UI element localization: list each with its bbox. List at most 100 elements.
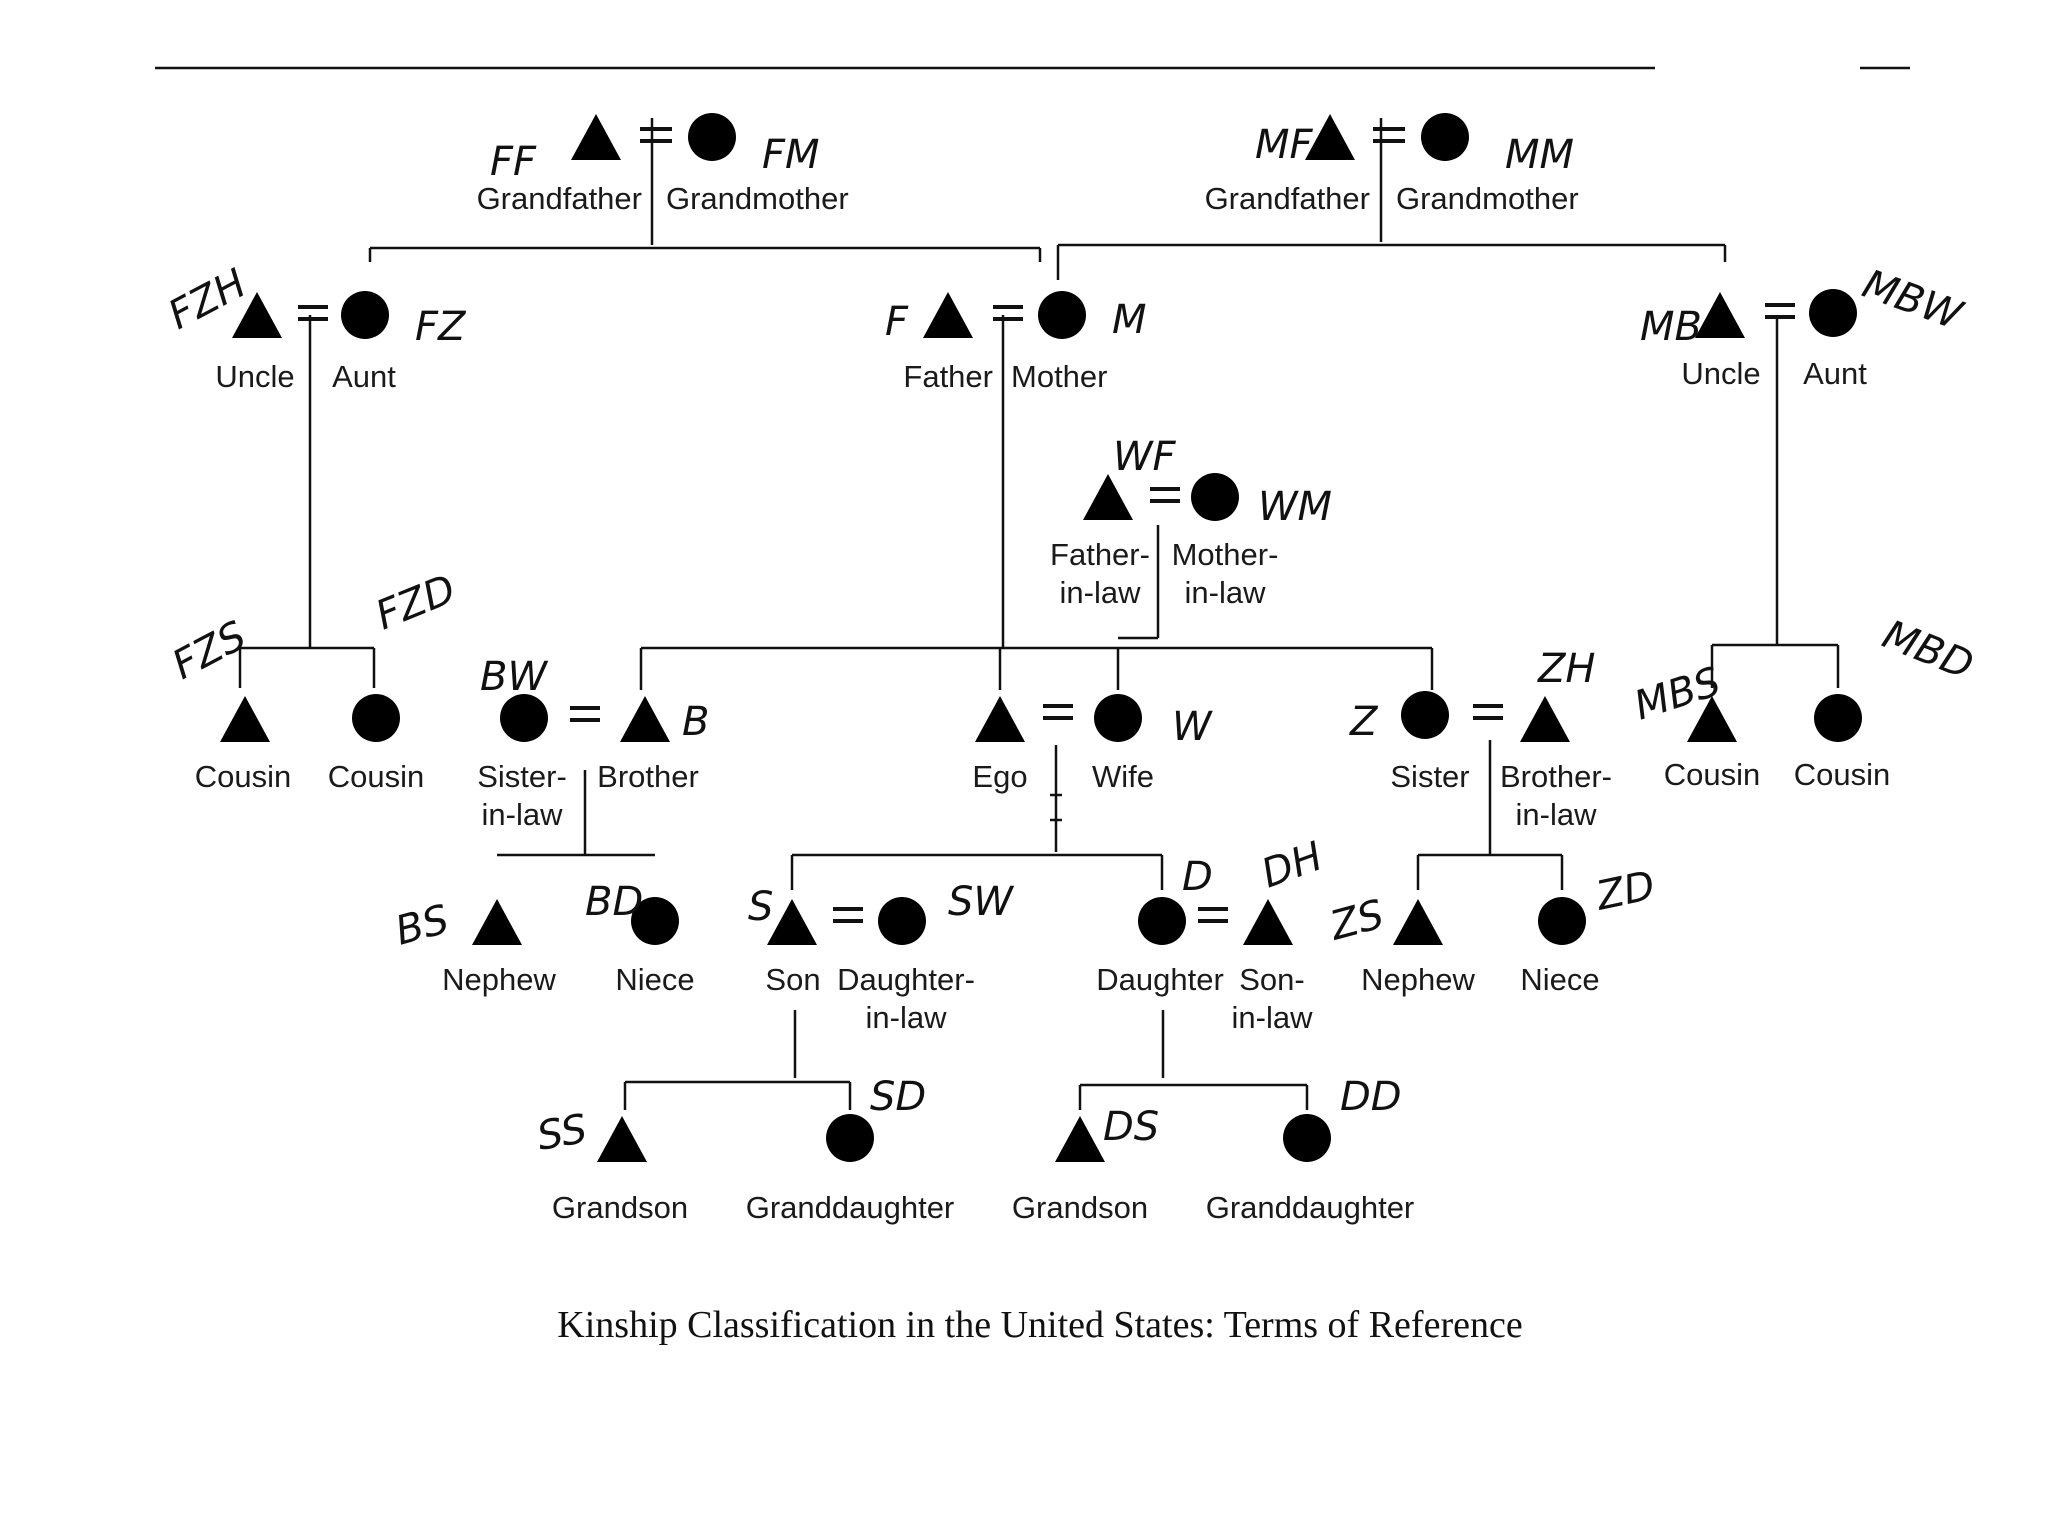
male-symbol-dh bbox=[1243, 899, 1293, 945]
annot-wm: WM bbox=[1258, 484, 1332, 530]
annot-dd: DD bbox=[1340, 1074, 1402, 1120]
annot-s: S bbox=[748, 884, 773, 930]
annot-mf: MF bbox=[1255, 122, 1314, 168]
marriage-sign bbox=[1373, 127, 1405, 143]
label-sw: Daughter-in-law bbox=[837, 962, 975, 1035]
label-fz: Aunt bbox=[332, 359, 396, 394]
diagram-caption: Kinship Classification in the United Sta… bbox=[557, 1304, 1522, 1346]
annot-mm: MM bbox=[1505, 132, 1574, 178]
female-symbol-mbw bbox=[1809, 289, 1857, 337]
marriage-sign bbox=[1765, 303, 1795, 319]
annot-fzd: FZD bbox=[370, 566, 463, 639]
labels: Grandfather Grandmother Grandfather Gran… bbox=[195, 181, 1891, 1225]
annot-dh: DH bbox=[1256, 833, 1329, 897]
female-symbol-m bbox=[1038, 291, 1086, 339]
label-f: Father bbox=[903, 359, 993, 394]
female-symbol-bd bbox=[631, 897, 679, 945]
annot-mbd: MBD bbox=[1876, 612, 1979, 689]
marriage-sign bbox=[833, 907, 863, 923]
label-mbs: Cousin bbox=[1664, 757, 1761, 792]
annot-ss: SS bbox=[534, 1106, 591, 1160]
marriage-sign bbox=[298, 305, 328, 321]
male-symbol-mbs bbox=[1687, 696, 1737, 742]
male-symbol-s bbox=[767, 899, 817, 945]
marriage-sign bbox=[640, 127, 672, 143]
male-symbol-wf bbox=[1083, 474, 1133, 520]
marriage-sign bbox=[1043, 704, 1073, 720]
label-fzd: Cousin bbox=[328, 759, 425, 794]
annot-fz: FZ bbox=[415, 304, 467, 350]
male-symbol-zs bbox=[1393, 899, 1443, 945]
annot-sd: SD bbox=[870, 1074, 926, 1120]
label-ego: Ego bbox=[972, 759, 1027, 794]
label-d: Daughter bbox=[1096, 962, 1224, 997]
marriage-sign bbox=[570, 706, 600, 722]
marriage-signs bbox=[298, 127, 1795, 923]
label-ds: Grandson bbox=[1012, 1190, 1148, 1225]
label-sd: Granddaughter bbox=[746, 1190, 955, 1225]
label-m: Mother bbox=[1011, 359, 1107, 394]
male-symbol-fzh bbox=[232, 292, 282, 338]
annot-ds: DS bbox=[1103, 1104, 1159, 1150]
label-bw: Sister-in-law bbox=[477, 759, 567, 832]
male-symbol-f bbox=[923, 292, 973, 338]
annot-z: Z bbox=[1349, 699, 1379, 745]
label-fm: Grandmother bbox=[666, 181, 849, 216]
label-w: Wife bbox=[1092, 759, 1154, 794]
label-mf: Grandfather bbox=[1205, 181, 1370, 216]
label-z: Sister bbox=[1390, 759, 1469, 794]
annot-zd: ZD bbox=[1592, 863, 1659, 920]
female-symbol-mm bbox=[1421, 113, 1469, 161]
label-zd: Niece bbox=[1520, 962, 1599, 997]
label-ff: Grandfather bbox=[477, 181, 642, 216]
annot-wf: WF bbox=[1113, 434, 1177, 480]
female-symbol-fzd bbox=[352, 694, 400, 742]
annot-f: F bbox=[885, 299, 909, 345]
female-symbol-wm bbox=[1191, 473, 1239, 521]
label-bd: Niece bbox=[615, 962, 694, 997]
kin-lines bbox=[238, 118, 1840, 1110]
label-fzh: Uncle bbox=[215, 359, 294, 394]
annot-bs: BS bbox=[391, 897, 454, 955]
annot-mb: MB bbox=[1640, 304, 1702, 350]
annot-mbw: MBW bbox=[1857, 261, 1969, 339]
annot-zh: ZH bbox=[1537, 646, 1595, 692]
male-symbol-fzs bbox=[220, 696, 270, 742]
female-symbol-sd bbox=[826, 1114, 874, 1162]
annot-b: B bbox=[682, 699, 709, 745]
female-symbol-dd bbox=[1283, 1114, 1331, 1162]
male-symbol-mb bbox=[1695, 292, 1745, 338]
label-wm: Mother-in-law bbox=[1172, 537, 1279, 610]
label-mm: Grandmother bbox=[1396, 181, 1579, 216]
label-mb: Uncle bbox=[1681, 356, 1760, 391]
label-dd: Granddaughter bbox=[1206, 1190, 1415, 1225]
annot-zs: ZS bbox=[1325, 892, 1389, 950]
handwritten-annotations: FF FM MF MM FZH FZ F M MB MBW WF WM FZS … bbox=[161, 122, 1979, 1160]
female-symbol-z bbox=[1401, 691, 1449, 739]
marriage-sign bbox=[993, 305, 1023, 321]
marriage-sign bbox=[1473, 704, 1503, 720]
annot-bd: BD bbox=[585, 879, 643, 925]
label-zs: Nephew bbox=[1361, 962, 1475, 997]
label-mbd: Cousin bbox=[1794, 757, 1891, 792]
male-symbol-mf bbox=[1305, 114, 1355, 160]
annot-sw: SW bbox=[948, 879, 1014, 925]
female-symbol-mbd bbox=[1814, 694, 1862, 742]
female-symbol-fz bbox=[341, 291, 389, 339]
label-zh: Brother-in-law bbox=[1500, 759, 1612, 832]
female-symbol-sw bbox=[878, 897, 926, 945]
label-ss: Grandson bbox=[552, 1190, 688, 1225]
annot-ff: FF bbox=[490, 139, 537, 185]
female-symbol-fm bbox=[688, 113, 736, 161]
marriage-sign bbox=[1150, 487, 1180, 503]
label-dh: Son-in-law bbox=[1232, 962, 1314, 1035]
label-b: Brother bbox=[597, 759, 699, 794]
label-bs: Nephew bbox=[442, 962, 556, 997]
annot-d: D bbox=[1182, 854, 1213, 900]
annot-w: W bbox=[1172, 704, 1213, 750]
female-symbol-bw bbox=[500, 694, 548, 742]
marriage-sign bbox=[1198, 907, 1228, 923]
label-mbw: Aunt bbox=[1803, 356, 1867, 391]
female-symbol-w bbox=[1094, 694, 1142, 742]
